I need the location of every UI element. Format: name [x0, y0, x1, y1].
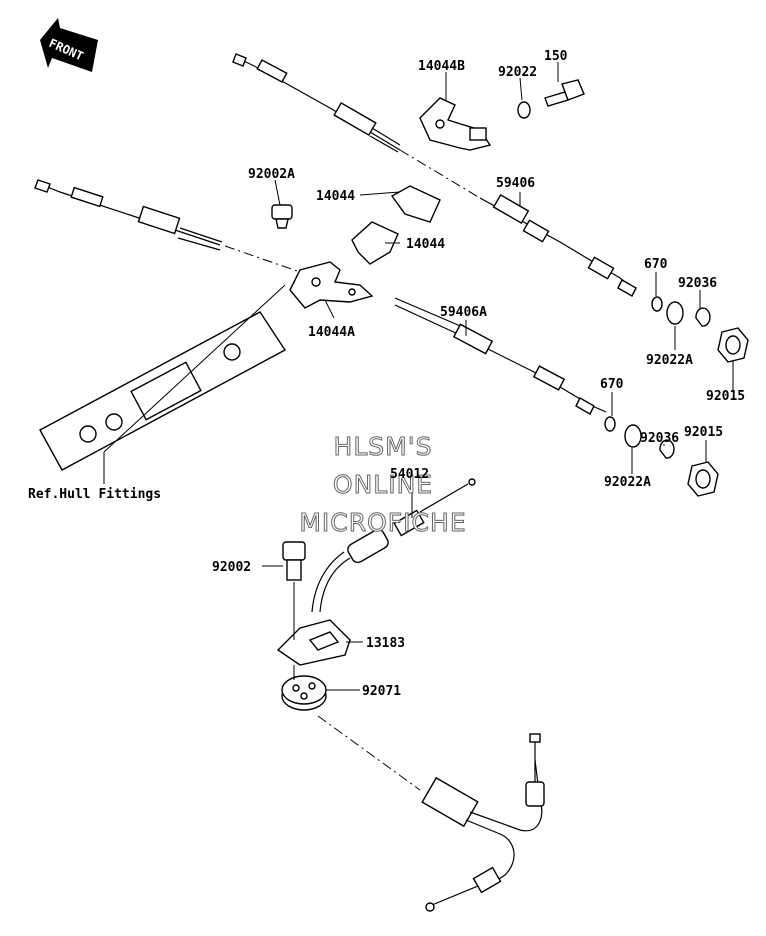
label-670-top: 670 [644, 257, 668, 272]
nut-92015-top [717, 327, 749, 363]
plate-13183 [276, 619, 351, 666]
label-92015-top: 92015 [706, 389, 745, 404]
nut-92015-bot [687, 461, 719, 497]
label-670-bot: 670 [600, 377, 624, 392]
label-14044-top: 14044 [316, 189, 355, 204]
label-92071: 92071 [362, 684, 401, 699]
label-92002: 92002 [212, 560, 251, 575]
cable-59406 [232, 53, 637, 297]
label-92022: 92022 [498, 65, 537, 80]
label-14044A: 14044A [308, 325, 355, 340]
watermark: HLSM'S ONLINE MICROFICHE [299, 432, 466, 538]
washer-92022A-bot [624, 424, 642, 448]
clamp-14044-top [390, 185, 441, 223]
label-54012: 54012 [390, 467, 429, 482]
label-14044B: 14044B [418, 59, 465, 74]
grommet-92071 [281, 675, 327, 711]
throttle-cable-assembly [317, 715, 545, 912]
cable-59406A [34, 179, 607, 415]
bolt-150 [544, 79, 585, 107]
lock-washer-92036-top [695, 307, 711, 327]
bracket-14044B [419, 97, 492, 151]
label-92022A-bot: 92022A [604, 475, 651, 490]
bolt-92002A [271, 204, 293, 229]
label-92036-top: 92036 [678, 276, 717, 291]
label-92022A-top: 92022A [646, 353, 693, 368]
label-92002A: 92002A [248, 167, 295, 182]
bolt-92002 [282, 541, 306, 581]
watermark-line-3: MICROFICHE [299, 508, 466, 537]
o-ring-670-top [651, 296, 663, 312]
clamp-14044-mid [351, 221, 399, 265]
label-13183: 13183 [366, 636, 405, 651]
leader-lines [103, 62, 734, 691]
label-92015-bot: 92015 [684, 425, 723, 440]
lock-washer-92036-bot [659, 439, 675, 459]
watermark-line-1: HLSM'S [334, 432, 433, 461]
hull-fitting-plate [39, 311, 287, 471]
o-ring-670-bot [604, 416, 616, 432]
label-59406A: 59406A [440, 305, 487, 320]
front-arrow-icon: FRONT [40, 18, 98, 72]
label-ref-hull-fittings: Ref.Hull Fittings [28, 487, 161, 502]
label-92036-bot: 92036 [640, 431, 679, 446]
bracket-14044A [289, 261, 374, 309]
label-150: 150 [544, 49, 568, 64]
label-59406: 59406 [496, 176, 535, 191]
part-labels: 14044B 92022 150 92002A 14044 14044 5940… [28, 49, 745, 699]
washer-92022A-top [666, 301, 684, 325]
washer-92022 [517, 101, 531, 119]
label-14044-mid: 14044 [406, 237, 445, 252]
cable-54012 [311, 478, 476, 613]
watermark-line-2: ONLINE [333, 470, 433, 499]
